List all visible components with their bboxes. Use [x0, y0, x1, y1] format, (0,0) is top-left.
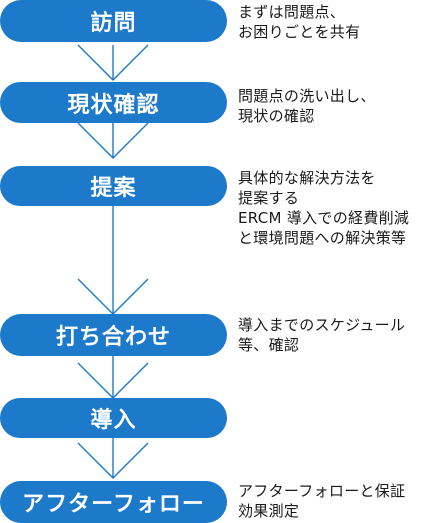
step-status-check-description: 問題点の洗い出し、 現状の確認	[238, 87, 376, 125]
step-meeting-label: 打ち合わせ	[55, 325, 171, 350]
step-after-follow-label: アフターフォロー	[22, 492, 205, 517]
step-introduction-label: 導入	[90, 408, 137, 433]
step-after-follow-description: アフターフォローと保証 効果測定	[238, 482, 406, 520]
step-status-check: 現状確認	[0, 82, 227, 123]
step-proposal-description: 具体的な解決方法を 提案する ERCM 導入での経費削減 と環境問題への解決策等	[238, 169, 410, 247]
step-visit-description: まずは問題点、 お困りごとを共有	[238, 3, 361, 41]
step-visit-label: 訪問	[90, 11, 137, 36]
step-status-check-label: 現状確認	[67, 92, 160, 118]
step-proposal: 提案	[0, 166, 227, 206]
step-meeting: 打ち合わせ	[0, 314, 227, 356]
step-visit: 訪問	[0, 0, 227, 42]
step-introduction: 導入	[0, 398, 227, 438]
step-proposal-label: 提案	[90, 176, 137, 201]
step-meeting-description: 導入までのスケジュール 等、確認	[238, 316, 406, 354]
step-after-follow: アフターフォロー	[0, 481, 227, 523]
